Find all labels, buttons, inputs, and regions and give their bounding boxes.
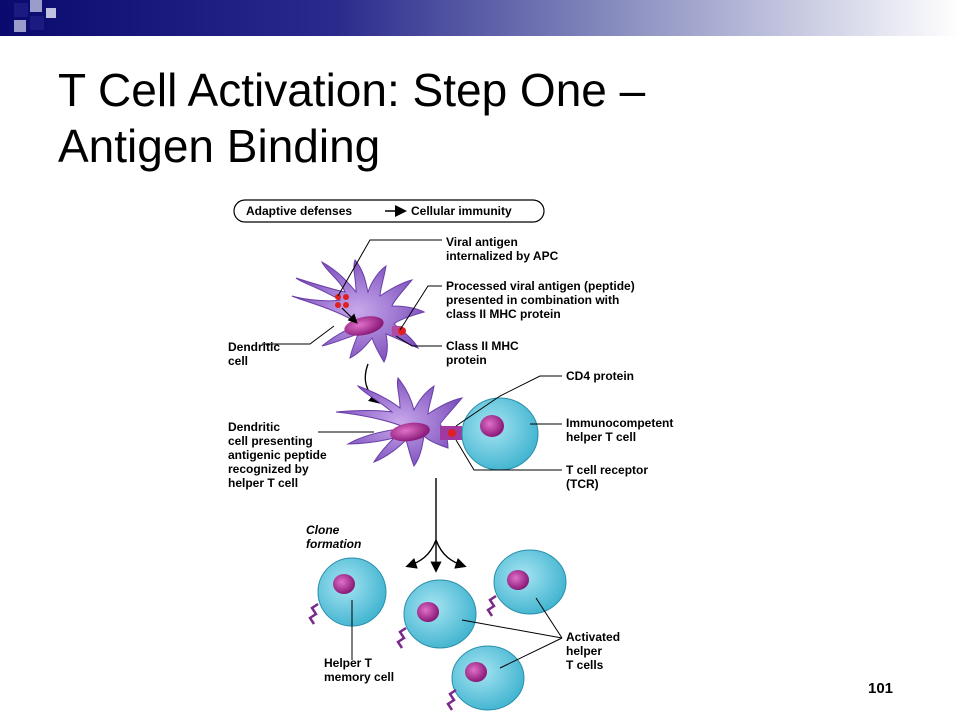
dendritic-cell-1 — [291, 259, 426, 364]
label-dendritic-1: Dendritic — [228, 340, 280, 354]
label-immuno-2: helper T cell — [566, 430, 636, 444]
activated-t-cell-1 — [396, 579, 477, 649]
page-number: 101 — [868, 680, 894, 697]
presented-antigen-icon — [398, 327, 406, 335]
label-memory-1: Helper T — [324, 656, 373, 670]
label-mhc-1: Class II MHC — [446, 339, 519, 353]
label-processed-3: class II MHC protein — [446, 307, 561, 321]
label-presenting-4: recognized by — [228, 462, 309, 476]
activated-t-cell-2 — [486, 549, 567, 617]
label-viral-antigen-2: internalized by APC — [446, 249, 559, 263]
header-square-light-3 — [46, 8, 56, 18]
helper-t-cell — [461, 397, 539, 471]
label-viral-antigen-1: Viral antigen — [446, 235, 518, 249]
clone-arrows — [405, 478, 467, 573]
header-square-light-2 — [14, 20, 26, 32]
banner: Adaptive defenses Cellular immunity — [233, 199, 545, 223]
label-activated-1: Activated — [566, 630, 620, 644]
dendritic-nucleus-2 — [390, 422, 430, 442]
label-immuno-1: Immunocompetent — [566, 416, 673, 430]
slide-title-line-2: Antigen Binding — [58, 120, 381, 172]
peptide-icon — [448, 429, 456, 437]
label-tcr-1: T cell receptor — [566, 463, 648, 477]
label-presenting-2: cell presenting — [228, 434, 313, 448]
activated-t-cell-3 — [446, 645, 525, 711]
mhc-protein-icon — [392, 326, 402, 336]
label-presenting-5: helper T cell — [228, 476, 298, 490]
label-tcr-2: (TCR) — [566, 477, 599, 491]
label-processed-1: Processed viral antigen (peptide) — [446, 279, 635, 293]
label-presenting-1: Dendritic — [228, 420, 280, 434]
slide-title-line-1: T Cell Activation: Step One – — [58, 64, 646, 116]
label-memory-2: memory cell — [324, 670, 394, 684]
viral-antigen-icon — [335, 294, 349, 308]
label-cd4: CD4 protein — [566, 369, 634, 383]
label-activated-2: helper — [566, 644, 602, 658]
memory-t-cell — [308, 557, 387, 627]
t-cell-nucleus — [480, 415, 504, 437]
banner-right-text: Cellular immunity — [411, 204, 512, 218]
header-gradient-bar — [0, 0, 960, 36]
header-square-light-1 — [30, 0, 42, 12]
header-square-dark-2 — [30, 16, 44, 30]
label-activated-3: T cells — [566, 658, 604, 672]
label-clone-1: Clone — [306, 523, 340, 537]
label-mhc-2: protein — [446, 353, 487, 367]
label-dendritic-2: cell — [228, 354, 248, 368]
dendritic-cell-2 — [335, 376, 464, 468]
slide-title: T Cell Activation: Step One – Antigen Bi… — [58, 62, 918, 174]
label-clone-2: formation — [306, 537, 361, 551]
banner-left-text: Adaptive defenses — [246, 204, 352, 218]
label-presenting-3: antigenic peptide — [228, 448, 327, 462]
header-square-dark-1 — [14, 3, 28, 17]
label-processed-2: presented in combination with — [446, 293, 619, 307]
